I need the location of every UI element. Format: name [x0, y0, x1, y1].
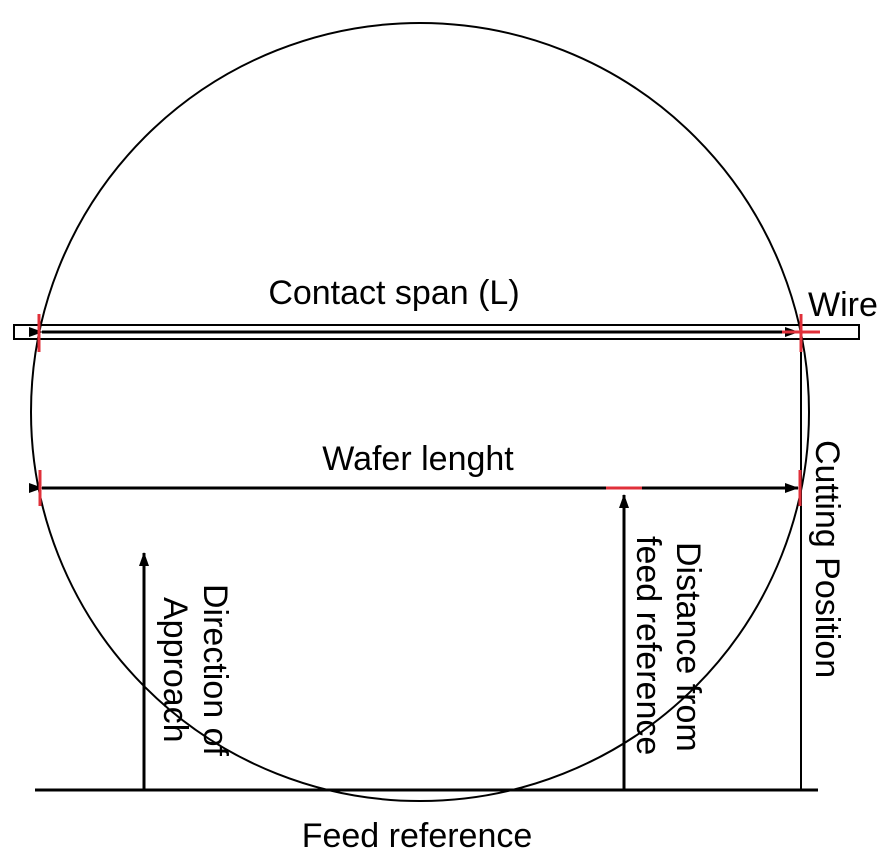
wafer-length-label: Wafer lenght: [322, 440, 514, 478]
cutting-position-label: Cutting Position: [808, 440, 846, 678]
distance-label-line1: Distance from: [669, 542, 707, 752]
contact-span-label: Contact span (L): [268, 274, 519, 312]
distance-label-line2: feed reference: [629, 536, 667, 755]
direction-label-line2: Approach: [156, 597, 194, 743]
wire-bar: [13, 324, 860, 340]
direction-label-line1: Direction of: [196, 584, 234, 757]
contact-markers: [37, 314, 820, 506]
feed-reference-label: Feed reference: [302, 817, 533, 855]
wafer-circle: [30, 22, 810, 802]
wire-label: Wire: [808, 286, 878, 324]
